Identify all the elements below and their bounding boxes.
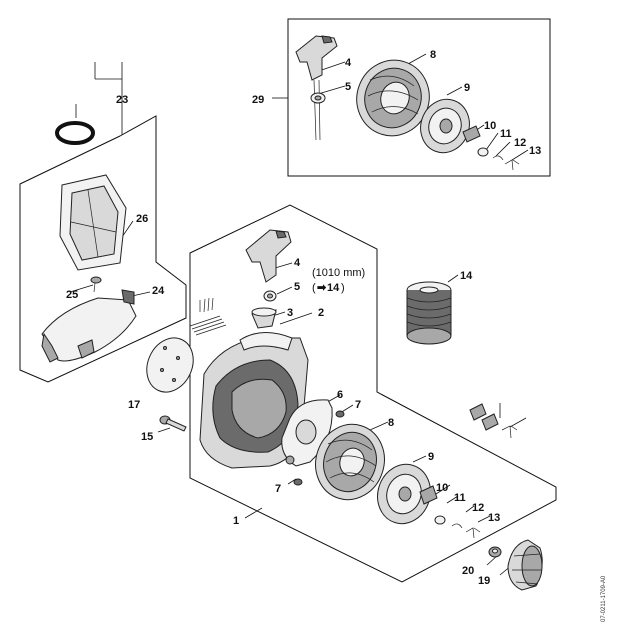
callout-5-top: 5 <box>345 81 351 93</box>
callout-6: 6 <box>337 389 343 401</box>
screw-25-illustration <box>90 276 102 293</box>
callout-4-top: 4 <box>345 57 352 69</box>
callout-24: 24 <box>152 285 165 297</box>
callout-25: 25 <box>66 289 78 301</box>
o-ring-illustration <box>55 121 95 145</box>
rope-ref-close-paren: ) <box>341 282 345 294</box>
spring-wires-illustration <box>189 297 227 336</box>
callout-19: 19 <box>478 575 490 587</box>
air-filter-frame <box>19 115 187 383</box>
pulley-19-illustration <box>507 539 543 591</box>
callout-7-a: 7 <box>355 399 361 411</box>
callout-12-top: 12 <box>514 137 526 149</box>
rope-reel-14-illustration <box>406 281 452 345</box>
filter-26-illustration <box>59 174 127 271</box>
rope-ref-number: 14 <box>327 282 340 294</box>
callout-11-top: 11 <box>500 128 512 140</box>
callout-10-top: 10 <box>484 120 496 132</box>
rope-rotor-main-illustration <box>315 423 385 501</box>
fan-housing-1-illustration <box>199 332 309 469</box>
small-parts-top-illustration <box>462 125 520 171</box>
callout-1: 1 <box>233 515 239 527</box>
callout-3: 3 <box>287 307 293 319</box>
callout-9-main: 9 <box>428 451 434 463</box>
handle-main-illustration <box>245 229 292 283</box>
small-parts-main-illustration <box>419 485 481 539</box>
callout-2: 2 <box>318 307 324 319</box>
callout-20: 20 <box>462 565 474 577</box>
callout-5-main: 5 <box>294 281 300 293</box>
bushing-3-illustration <box>251 307 277 329</box>
callout-17: 17 <box>128 399 140 411</box>
filter-plate-17-illustration <box>146 337 194 393</box>
rewind-spring-main-illustration <box>377 463 431 525</box>
rope-ref-open-paren: ( <box>312 282 316 294</box>
screws-7-illustration <box>293 410 345 486</box>
callout-14: 14 <box>460 270 473 282</box>
callout-13-top: 13 <box>529 145 541 157</box>
rope-ref-arrow-icon: ➡ <box>317 282 327 294</box>
kit-29-frame <box>287 18 551 177</box>
callout-11-main: 11 <box>454 492 466 504</box>
rope-guide-top-illustration <box>310 92 326 104</box>
cover-24-illustration <box>41 289 137 363</box>
starter-assembly-frame <box>189 204 557 583</box>
rope-length-text: (1010 mm) <box>312 267 365 279</box>
rewind-spring-top-illustration <box>420 98 470 154</box>
washer-20-illustration <box>488 546 502 558</box>
rope-length-annotation: (1010 mm) ( ➡ 14 ) <box>312 267 365 294</box>
callout-8-top: 8 <box>430 49 436 61</box>
callout-8-main: 8 <box>388 417 394 429</box>
callout-4-main: 4 <box>294 257 301 269</box>
callout-26: 26 <box>136 213 148 225</box>
callout-9-top: 9 <box>464 82 470 94</box>
callout-10-main: 10 <box>436 482 448 494</box>
callout-12-main: 12 <box>472 502 484 514</box>
callout-23: 23 <box>116 94 128 106</box>
callout-7-b: 7 <box>275 483 281 495</box>
callout-15: 15 <box>141 431 153 443</box>
rope-guide-main-illustration <box>263 290 277 302</box>
rope-rotor-top-illustration <box>356 59 430 137</box>
callout-labels: 23 29 4 5 8 9 10 11 12 13 26 25 24 17 15… <box>66 49 541 587</box>
callout-13-main: 13 <box>488 512 500 524</box>
handle-top-illustration <box>295 35 338 141</box>
screw-15-illustration <box>159 415 187 432</box>
drawing-code: 07-0211-1709-A0 <box>601 575 607 622</box>
pawls-illustration <box>469 403 518 439</box>
callout-29: 29 <box>252 94 264 106</box>
